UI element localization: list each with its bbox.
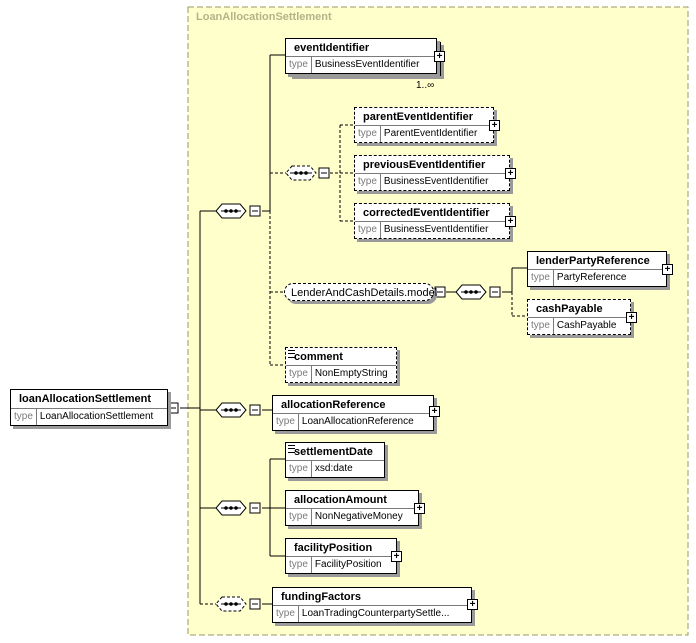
expand-icon[interactable]: + <box>505 168 516 179</box>
cardinality-label: 1..∞ <box>416 80 435 91</box>
model-group-lender-and-cash[interactable]: LenderAndCashDetails.model <box>284 283 437 301</box>
expand-icon[interactable]: + <box>467 599 478 610</box>
expand-icon[interactable]: + <box>414 503 425 514</box>
choice-compositor <box>285 165 317 181</box>
simple-content-icon <box>288 445 295 453</box>
expand-icon[interactable]: + <box>489 120 500 131</box>
collapse-toggles[interactable] <box>167 167 501 610</box>
simple-content-icon <box>288 350 295 358</box>
element-name: loanAllocationSettlement <box>19 393 152 405</box>
sequence-compositor <box>215 402 247 418</box>
sequence-compositor <box>215 500 247 516</box>
sequence-compositor <box>215 596 247 612</box>
expand-icon[interactable]: + <box>434 51 445 62</box>
sequence-compositor <box>215 203 247 219</box>
expand-icon[interactable]: + <box>662 264 673 275</box>
sequence-compositor <box>455 284 487 300</box>
frame-title: LoanAllocationSettlement <box>196 11 332 23</box>
expand-icon[interactable]: + <box>505 216 516 227</box>
connector-lines <box>180 54 527 605</box>
expand-icon[interactable]: + <box>429 406 440 417</box>
expand-icon[interactable]: + <box>391 551 402 562</box>
expand-icon[interactable]: + <box>626 312 637 323</box>
